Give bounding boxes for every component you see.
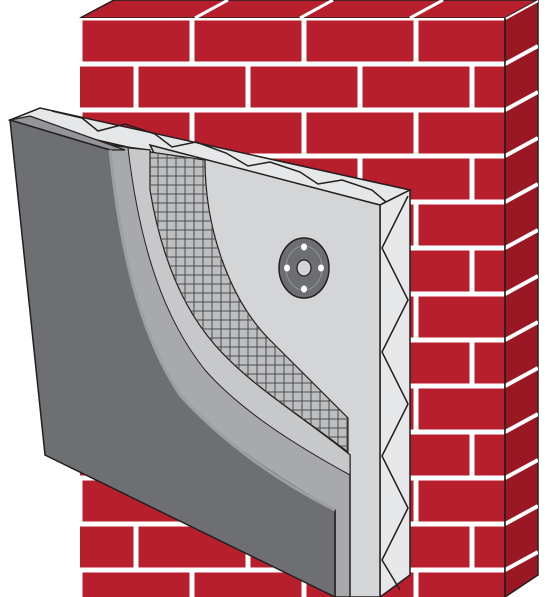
- anchor-dowel: [279, 238, 329, 298]
- insulation-side-edge: [380, 190, 410, 597]
- brick-wall-top: [80, 0, 538, 18]
